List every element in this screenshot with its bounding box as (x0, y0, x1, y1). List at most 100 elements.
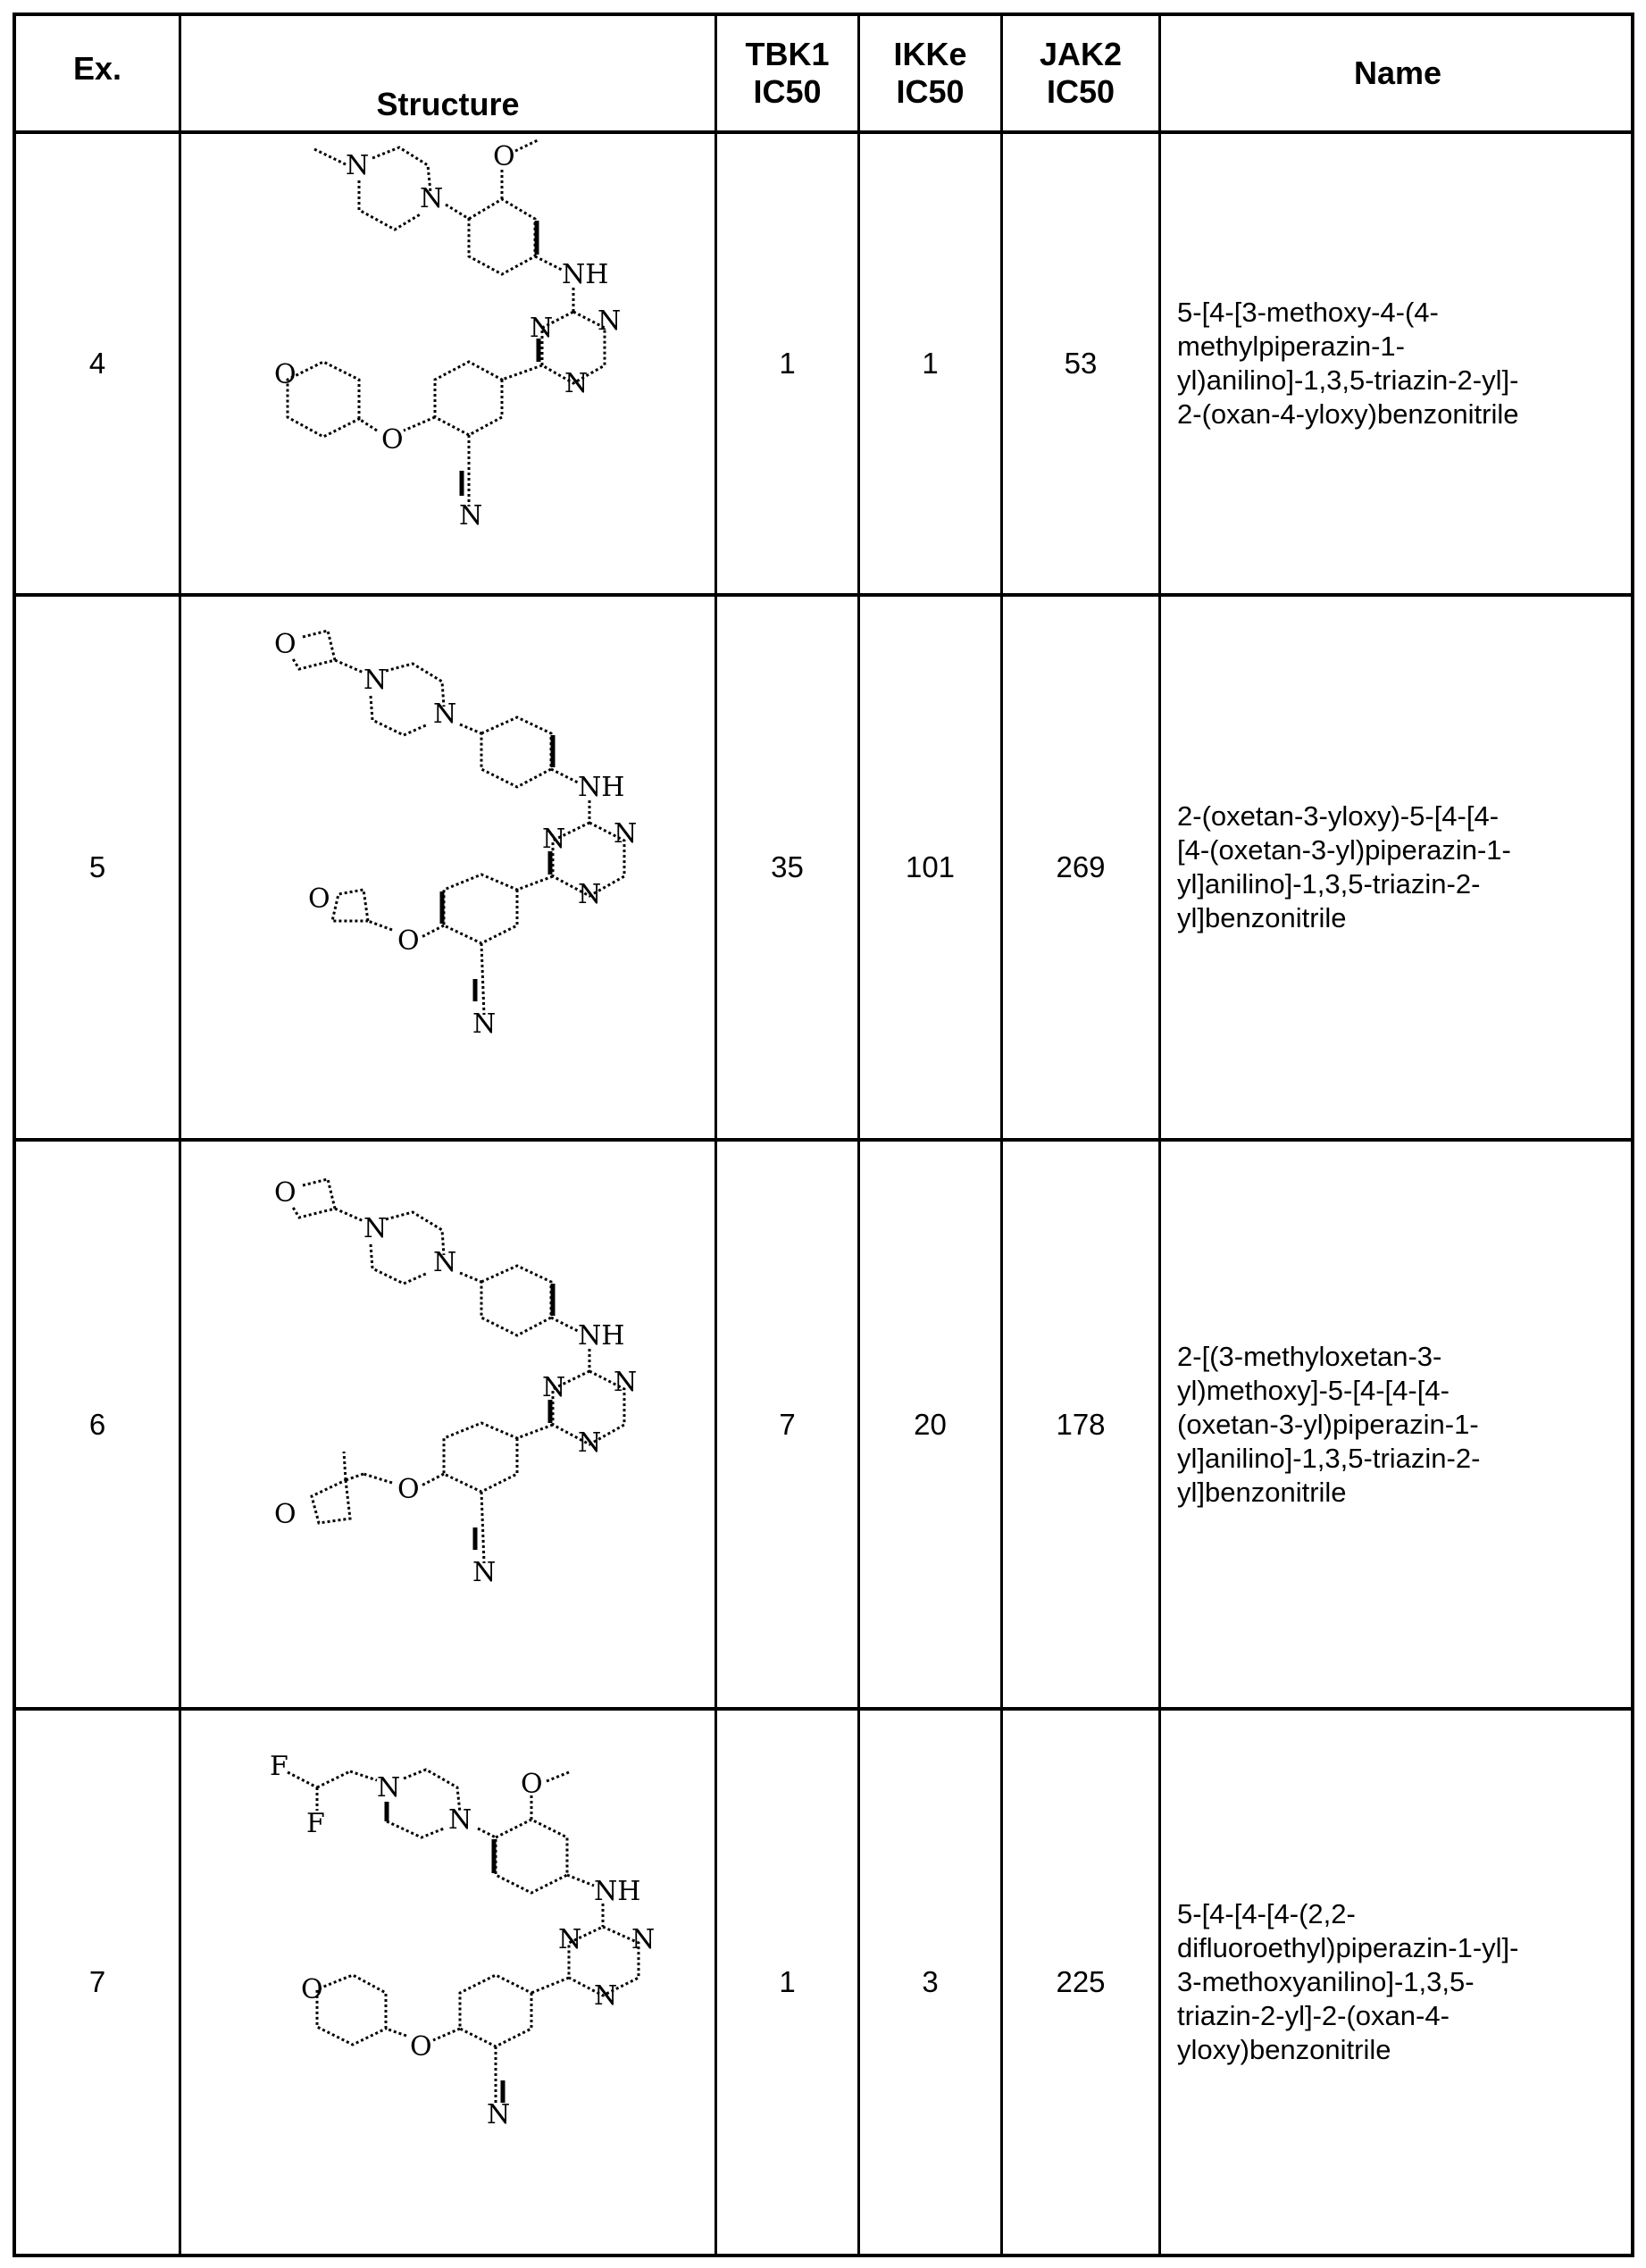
atom-o: O (301, 1974, 323, 2005)
row-divider (16, 1707, 1631, 1711)
jak2-value: 178 (1056, 1407, 1106, 1441)
header-jak2: JAK2 IC50 (1003, 16, 1158, 130)
name-line: (oxetan-3-yl)piperazin-1- (1177, 1408, 1479, 1440)
ex-value: 6 (88, 1407, 106, 1441)
chemical-structure-icon: N N O NH N (274, 138, 621, 531)
atom-n: N (542, 824, 565, 855)
ikke-ic50: 1 (860, 134, 1000, 593)
header-structure: Structure (181, 16, 714, 130)
header-structure-label: Structure (376, 86, 520, 122)
name-line: yl]benzonitrile (1177, 902, 1347, 933)
name-line: difluoroethyl)piperazin-1-yl]- (1177, 1932, 1519, 1963)
atom-n: N (487, 2099, 510, 2130)
header-name: Name (1161, 16, 1634, 130)
compound-name: 5-[4-[3-methoxy-4-(4- methylpiperazin-1-… (1161, 134, 1634, 593)
tbk1-ic50: 35 (717, 597, 857, 1138)
name-line: yl]anilino]-1,3,5-triazin-2- (1177, 868, 1481, 900)
header-ikke-line1: IKKe (893, 36, 967, 72)
atom-n: N (614, 1367, 637, 1398)
header-ex: Ex. (16, 16, 179, 130)
atom-o: O (274, 629, 297, 660)
atom-o: O (410, 2031, 432, 2063)
atom-f: F (306, 1808, 325, 1839)
atom-f: F (270, 1751, 288, 1782)
ex-value: 5 (88, 850, 106, 883)
name-line: yl)methoxy]-5-[4-[4-[4- (1177, 1374, 1450, 1406)
atom-n: N (377, 1772, 400, 1804)
row-ex-number: 6 (16, 1142, 179, 1707)
header-jak2-line1: JAK2 (1039, 36, 1123, 72)
atom-nh: NH (594, 1876, 640, 1907)
jak2-ic50: 269 (1003, 597, 1158, 1138)
column-divider (179, 16, 181, 2254)
column-divider (857, 16, 860, 2254)
atom-n: N (420, 183, 443, 214)
atom-n: N (542, 1372, 565, 1403)
name-line: yl]benzonitrile (1177, 1476, 1347, 1508)
ikke-ic50: 20 (860, 1142, 1000, 1707)
compound-name-text: 2-(oxetan-3-yloxy)-5-[4-[4- [4-(oxetan-3… (1177, 799, 1511, 935)
ikke-value: 101 (905, 850, 956, 883)
atom-n: N (448, 1804, 472, 1836)
atom-n: N (631, 1924, 655, 1955)
ikke-value: 20 (914, 1407, 947, 1441)
atom-n: N (346, 150, 369, 181)
header-ikke-line2: IC50 (896, 73, 965, 110)
column-divider (1000, 16, 1003, 2254)
atom-o: O (521, 1769, 543, 1800)
tbk1-value: 1 (779, 1965, 796, 1998)
structure-drawing: N N O NH N (181, 134, 714, 593)
atom-o: O (493, 141, 515, 172)
ikke-value: 3 (922, 1965, 939, 1998)
name-line: 2-[(3-methyloxetan-3- (1177, 1340, 1442, 1372)
header-tbk1-line2: IC50 (753, 73, 822, 110)
atom-n: N (472, 1557, 496, 1588)
atom-n: N (597, 305, 621, 337)
atom-n: N (472, 1008, 496, 1040)
name-line: yl)anilino]-1,3,5-triazin-2-yl]- (1177, 364, 1519, 396)
atom-o: O (274, 1499, 297, 1530)
name-line: yloxy)benzonitrile (1177, 2034, 1391, 2065)
atom-o: O (397, 1474, 420, 1505)
atom-n: N (433, 699, 456, 730)
name-line: 2-(oxetan-3-yloxy)-5-[4-[4- (1177, 800, 1500, 832)
chemical-structure-icon: F F N N O (270, 1751, 655, 2130)
atom-n: N (433, 1247, 456, 1278)
atom-n: N (363, 665, 387, 696)
atom-n: N (614, 818, 637, 849)
chemical-structure-icon: O N N NH N N N (274, 1177, 637, 1588)
compound-name: 2-[(3-methyloxetan-3- yl)methoxy]-5-[4-[… (1161, 1142, 1634, 1707)
atom-n: N (530, 313, 553, 344)
name-line: 2-(oxan-4-yloxy)benzonitrile (1177, 398, 1519, 430)
header-ex-label: Ex. (72, 50, 122, 87)
name-line: 5-[4-[4-[4-(2,2- (1177, 1898, 1356, 1929)
compound-name-text: 5-[4-[4-[4-(2,2- difluoroethyl)piperazin… (1177, 1897, 1519, 2067)
chemical-structure-icon: O N N NH N N N (274, 629, 637, 1040)
tbk1-ic50: 1 (717, 1711, 857, 2254)
header-tbk1-line1: TBK1 (745, 36, 830, 72)
name-line: methylpiperazin-1- (1177, 331, 1405, 362)
column-divider (1158, 16, 1161, 2254)
atom-nh: NH (562, 259, 608, 290)
ikke-ic50: 101 (860, 597, 1000, 1138)
structure-drawing: O N N NH N N N (181, 1142, 714, 1707)
row-divider (16, 1138, 1631, 1142)
row-divider (16, 130, 1631, 134)
atom-o: O (308, 883, 330, 915)
name-line: 5-[4-[3-methoxy-4-(4- (1177, 297, 1439, 328)
compound-name: 2-(oxetan-3-yloxy)-5-[4-[4- [4-(oxetan-3… (1161, 597, 1634, 1138)
tbk1-value: 7 (779, 1407, 796, 1441)
atom-o: O (381, 424, 404, 456)
jak2-ic50: 178 (1003, 1142, 1158, 1707)
name-line: yl]anilino]-1,3,5-triazin-2- (1177, 1442, 1481, 1474)
atom-o: O (397, 925, 420, 957)
atom-o: O (274, 359, 297, 390)
header-name-label: Name (1353, 54, 1442, 91)
atom-nh: NH (578, 772, 624, 803)
row-ex-number: 4 (16, 134, 179, 593)
tbk1-ic50: 1 (717, 134, 857, 593)
jak2-ic50: 225 (1003, 1711, 1158, 2254)
compound-name-text: 2-[(3-methyloxetan-3- yl)methoxy]-5-[4-[… (1177, 1340, 1480, 1510)
atom-o: O (274, 1177, 297, 1209)
tbk1-value: 1 (779, 347, 796, 380)
